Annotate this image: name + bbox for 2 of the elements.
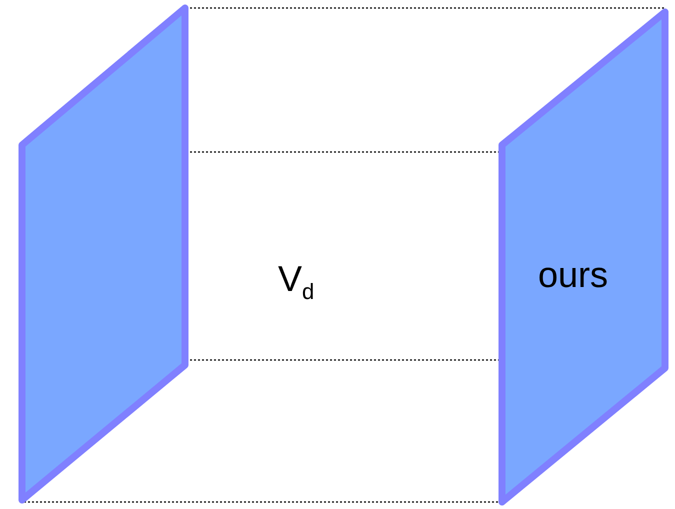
plane-label: ours (538, 254, 608, 296)
volume-label: V$_{d}$ (278, 258, 314, 306)
